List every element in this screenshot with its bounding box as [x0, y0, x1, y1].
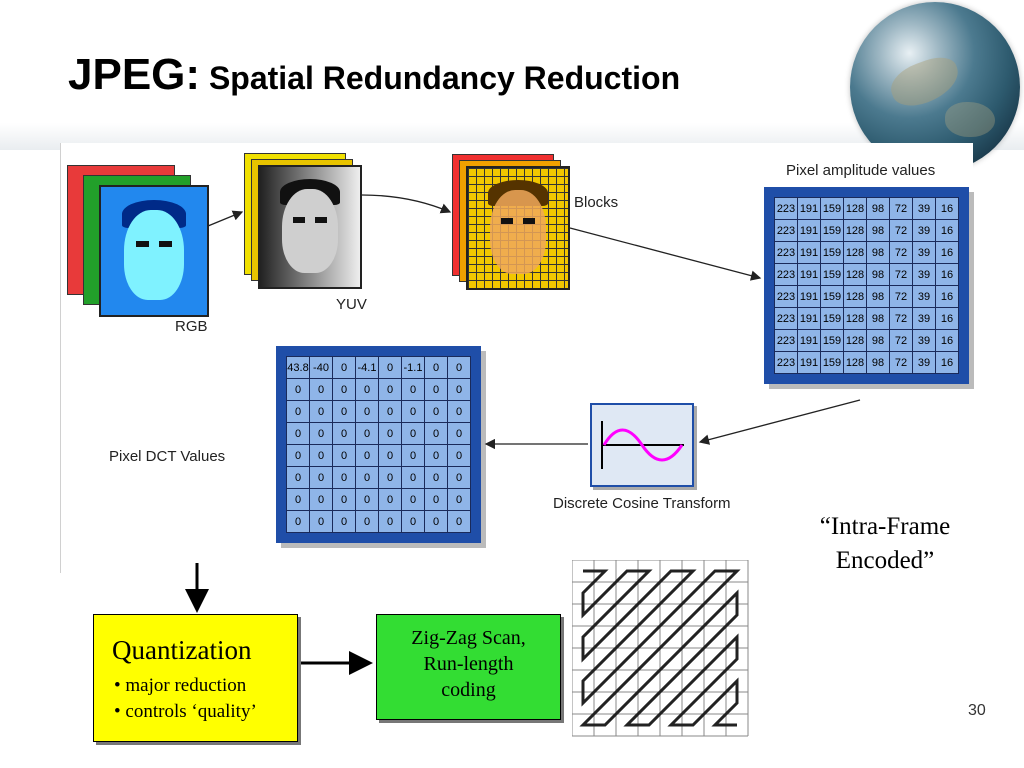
dct-cell: 0 — [447, 422, 471, 445]
title-sub: Spatial Redundancy Reduction — [208, 60, 681, 96]
rgb-label: RGB — [175, 318, 208, 335]
pixel-dct-label: Pixel DCT Values — [109, 448, 226, 465]
dct-cell: -4.1 — [355, 356, 379, 379]
amplitude-cell: 16 — [935, 241, 959, 264]
amplitude-cell: 98 — [866, 307, 890, 330]
zigzag-scan-pattern — [572, 560, 749, 737]
arrow-rgb-to-yuv — [207, 210, 244, 227]
quantization-bullet: • major reduction — [114, 675, 247, 696]
intra-frame-caption: “Intra-Frame Encoded” — [790, 510, 980, 578]
pixel-amplitude-label: Pixel amplitude values — [786, 162, 936, 179]
amplitude-cell: 39 — [912, 351, 936, 374]
dct-label: Discrete Cosine Transform — [553, 495, 731, 512]
amplitude-cell: 16 — [935, 263, 959, 286]
amplitude-cell: 39 — [912, 263, 936, 286]
amplitude-cell: 128 — [843, 351, 867, 374]
amplitude-cell: 39 — [912, 241, 936, 264]
blocks-face-image — [466, 166, 570, 290]
amplitude-cell: 39 — [912, 219, 936, 242]
arrow-amplitude-to-dct — [698, 399, 861, 445]
dct-curve-icon — [601, 421, 684, 469]
amplitude-cell: 128 — [843, 307, 867, 330]
quantization-box: Quantization • major reduction • control… — [93, 614, 298, 742]
yuv-face-image — [258, 165, 362, 289]
rgb-face-image — [99, 185, 209, 317]
blocks-label: Blocks — [574, 194, 619, 211]
zigzag-line: coding — [441, 679, 496, 701]
arrow-yuv-to-blocks — [361, 194, 452, 214]
page-number: 30 — [968, 702, 986, 719]
quantization-bullet: • controls ‘quality’ — [114, 701, 257, 722]
dct-cell: 0 — [447, 510, 471, 533]
intra-frame-line: “Intra-Frame — [819, 513, 951, 540]
zigzag-line: Run-length — [423, 653, 514, 675]
amplitude-cell: 16 — [935, 351, 959, 374]
amplitude-cell: 98 — [866, 241, 890, 264]
zigzag-line: Zig-Zag Scan, — [411, 627, 526, 649]
yuv-label: YUV — [336, 296, 367, 313]
amplitude-cell: 159 — [820, 351, 844, 374]
intra-frame-line: Encoded” — [835, 547, 935, 574]
amplitude-cell: 72 — [889, 329, 913, 352]
amplitude-cell: 98 — [866, 285, 890, 308]
amplitude-cell: 191 — [797, 263, 821, 286]
amplitude-cell: 191 — [797, 351, 821, 374]
amplitude-cell: 223 — [774, 285, 798, 308]
arrow-blocks-to-amplitude — [569, 227, 762, 281]
dct-cell: 0 — [355, 510, 379, 533]
amplitude-cell: 72 — [889, 285, 913, 308]
quantization-title: Quantization — [112, 635, 252, 665]
amplitude-cell: 191 — [797, 219, 821, 242]
dct-transform-box — [590, 403, 694, 487]
amplitude-cell: 223 — [774, 219, 798, 242]
title-main: JPEG: — [68, 50, 201, 99]
amplitude-cell: 98 — [866, 329, 890, 352]
amplitude-cell: 191 — [797, 307, 821, 330]
dct-cell: 0 — [447, 488, 471, 511]
amplitude-cell: 72 — [889, 351, 913, 374]
amplitude-cell: 16 — [935, 329, 959, 352]
zigzag-box: Zig-Zag Scan, Run-length coding — [376, 614, 561, 720]
slide-title: JPEG: Spatial Redundancy Reduction — [68, 50, 680, 100]
dct-cell: 0 — [447, 466, 471, 489]
